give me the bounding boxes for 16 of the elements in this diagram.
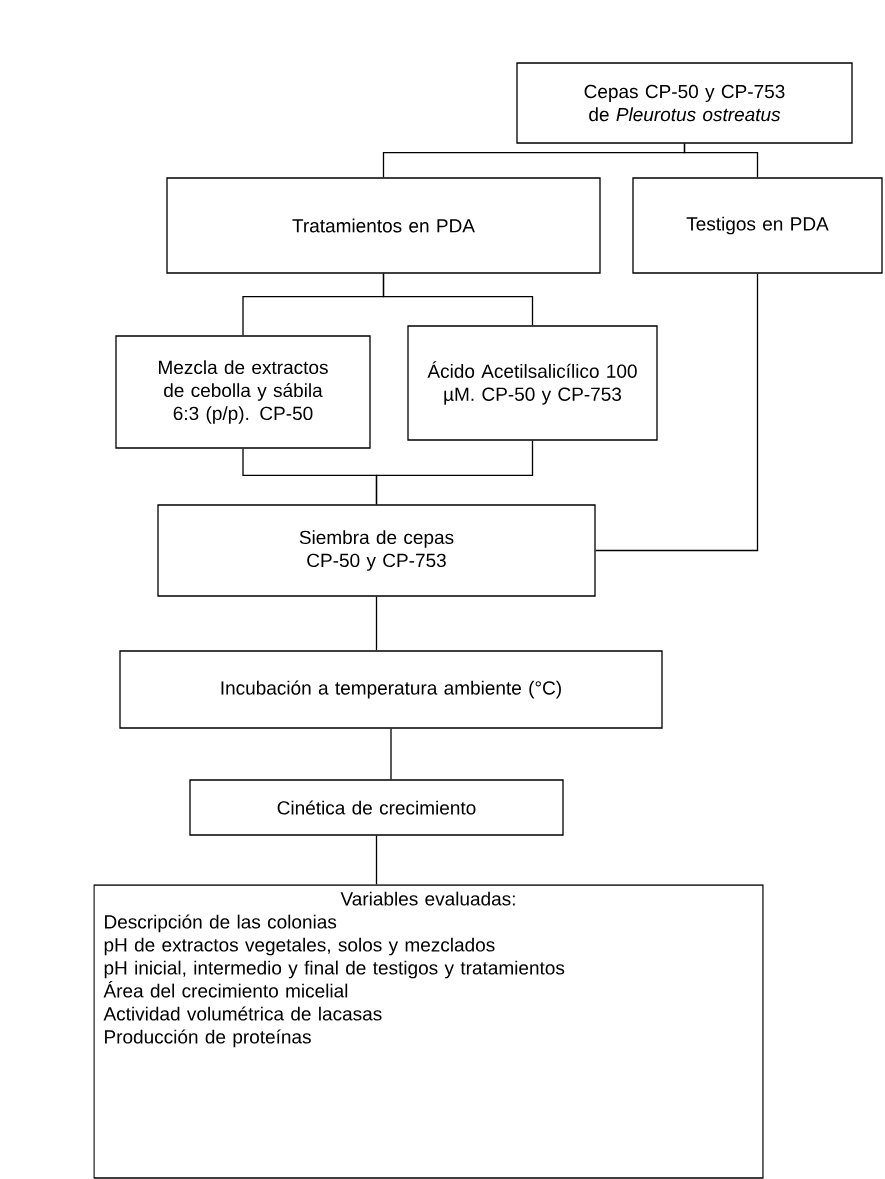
process-box: Incubación a temperatura ambiente (°C) [119,650,663,729]
process-box: Tratamientos en PDA [166,177,601,274]
connector-line [390,728,392,780]
process-box: Testigos en PDA [632,177,883,274]
connector-line [375,596,378,651]
variables-box: Variables evaluadas: Descripción de las colonias pH de extractos vegetales, solos y mezclados pH inicial, intermedio y final de testigos y tratamientos Área del crecimiento micelial Actividad volumétrica de lacasas Producción de proteínas [93,884,764,1179]
process-box: Mezcla de extractos de cebolla y sábila 6:3 (p/p). CP-50 [115,335,371,449]
process-box: Cepas CP-50 y CP-753 de Pleurotus ostreatus [516,62,853,144]
connector-line [595,273,759,552]
process-box: Siembra de cepas CP-50 y CP-753 [157,504,596,597]
connector-line [375,440,534,505]
connector-line [375,835,378,885]
connector-line [382,273,534,326]
process-box: Ácido Acetilsalicílico 100 µM. CP-50 y CP-753 [407,325,658,441]
connector-line [683,143,759,178]
process-box: Cinética de crecimiento [189,779,564,836]
